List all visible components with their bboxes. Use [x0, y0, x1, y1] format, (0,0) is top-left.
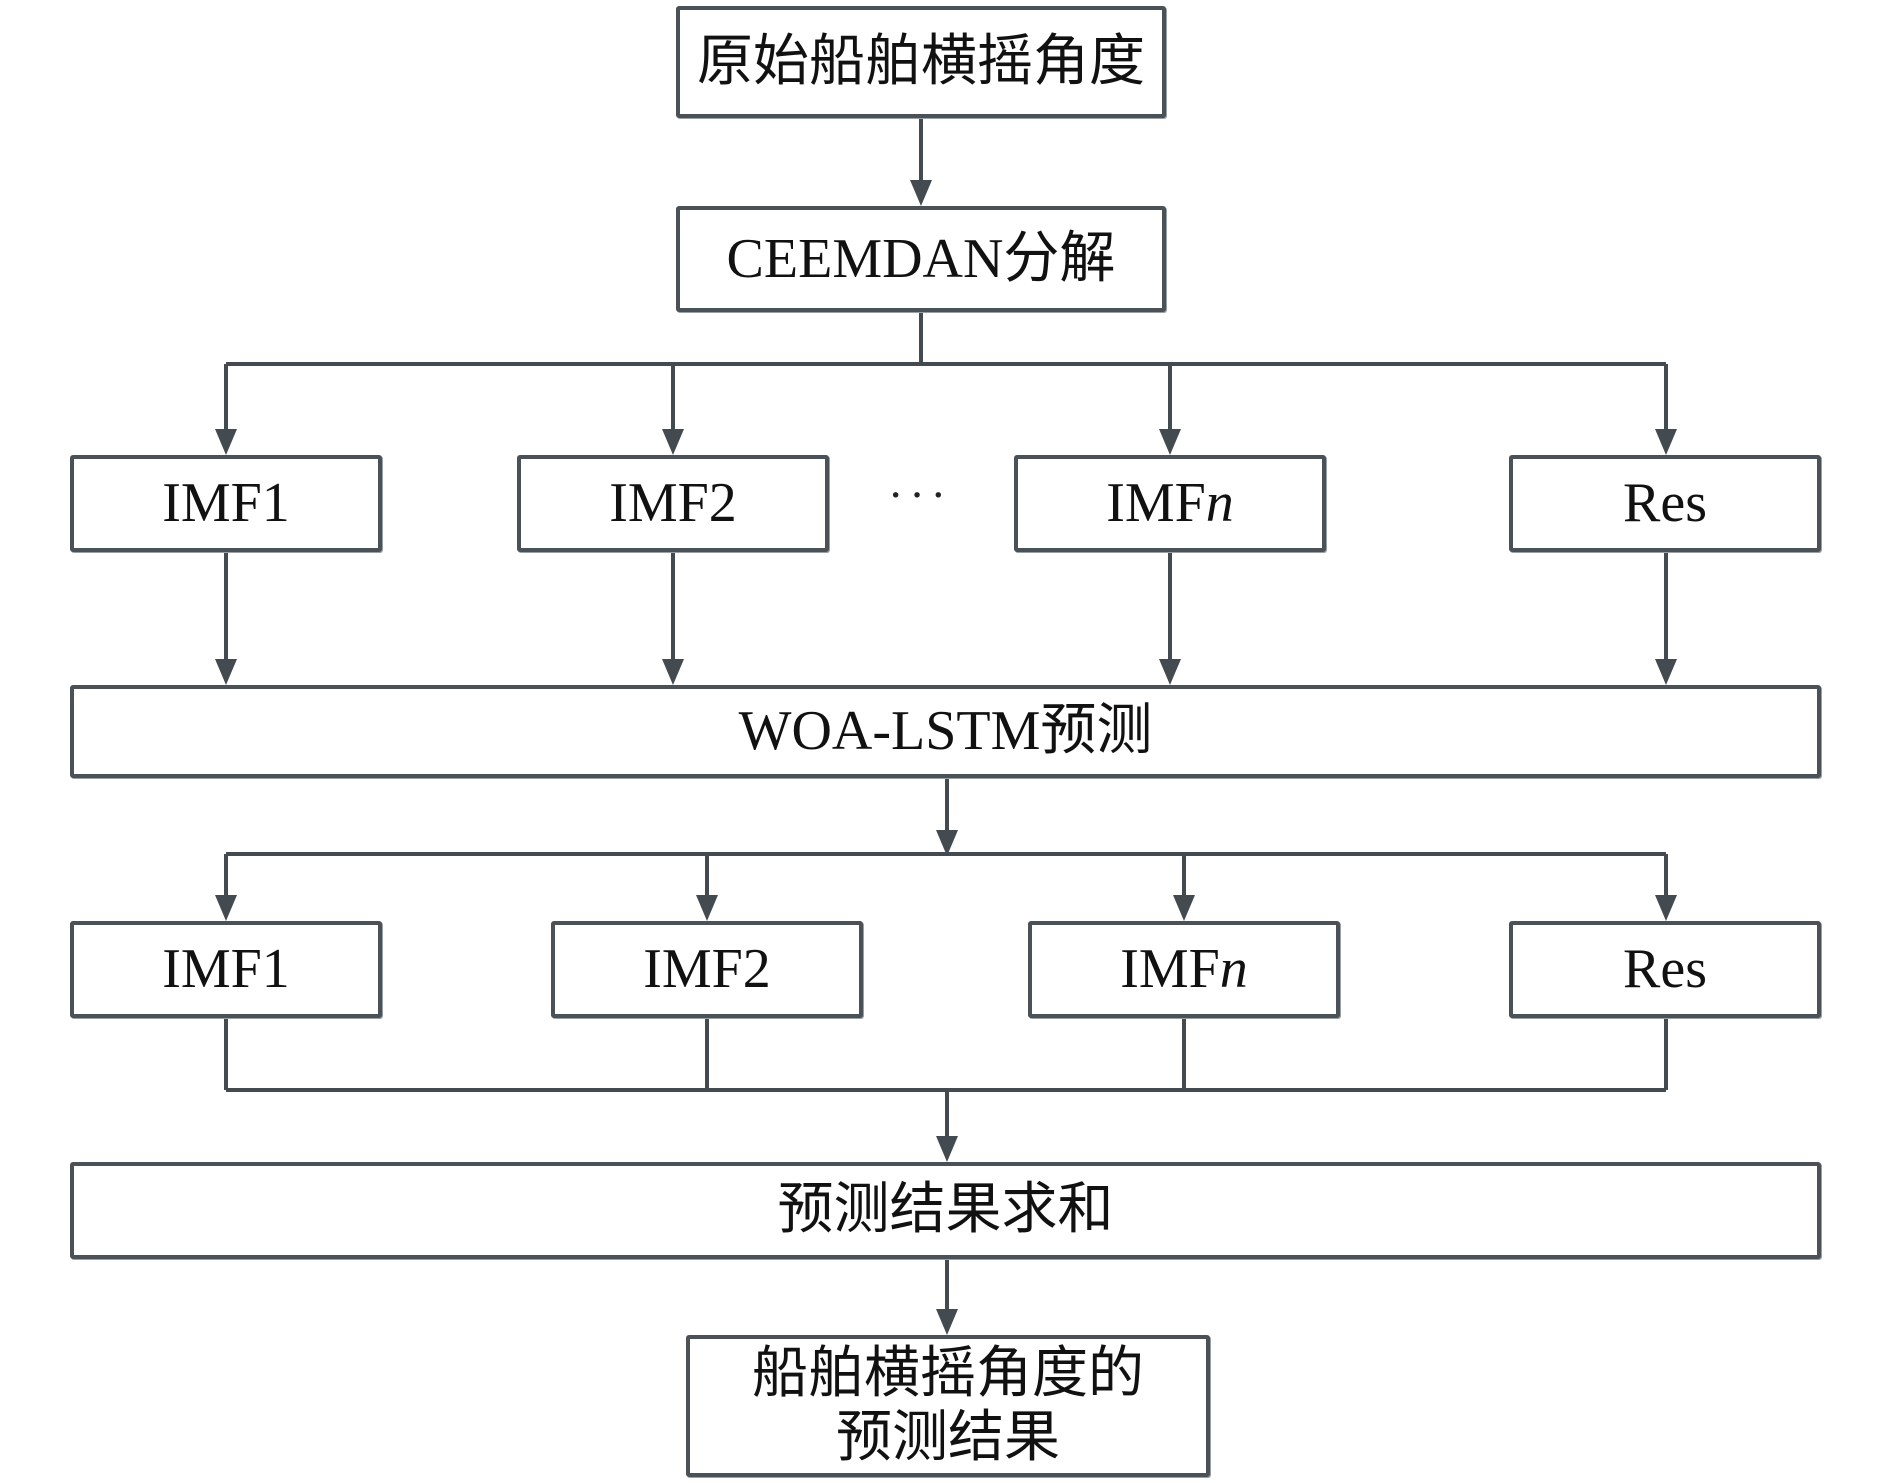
arrow-sum-to-result-arrowhead: [936, 1309, 958, 1335]
arrow-to-row2-0-arrowhead: [215, 895, 237, 921]
component2-label-res: Res: [1623, 938, 1707, 1001]
component-box-res: Res: [1509, 455, 1821, 552]
component-label-imf2: IMF2: [609, 472, 737, 535]
arrow-to-row2-1-arrowhead: [696, 895, 718, 921]
component-label-res: Res: [1623, 472, 1707, 535]
arrow-row1-to-predict-3-arrowhead: [1655, 659, 1677, 685]
component2-box-imf1: IMF1: [70, 921, 382, 1018]
ellipsis: ···: [888, 469, 952, 520]
arrow-to-row1-3-arrowhead: [1655, 429, 1677, 455]
predict-box: WOA-LSTM预测: [70, 685, 1821, 778]
component-label-imf1: IMF1: [162, 472, 290, 535]
arrow-to-row1-1-arrowhead: [662, 429, 684, 455]
component-box-imfn: IMFn: [1014, 455, 1326, 552]
component2-box-imf2: IMF2: [551, 921, 863, 1018]
arrow-row1-to-predict-2-arrowhead: [1159, 659, 1181, 685]
component-box-imf2: IMF2: [517, 455, 829, 552]
source-label: 原始船舶横摇角度: [697, 30, 1145, 93]
sum-box: 预测结果求和: [70, 1162, 1821, 1259]
component2-label-imf2: IMF2: [643, 938, 771, 1001]
component2-box-res: Res: [1509, 921, 1821, 1018]
arrow-row1-to-predict-0-arrowhead: [215, 659, 237, 685]
arrow-to-row1-0-arrowhead: [215, 429, 237, 455]
component-box-imf1: IMF1: [70, 455, 382, 552]
decompose-box: CEEMDAN分解: [676, 206, 1166, 312]
arrow-merge-to-sum-arrowhead: [936, 1136, 958, 1162]
arrow-to-row2-3-arrowhead: [1655, 895, 1677, 921]
source-box: 原始船舶横摇角度: [676, 6, 1166, 118]
component2-box-imfn: IMFn: [1028, 921, 1340, 1018]
result-box: 船舶横摇角度的 预测结果: [686, 1335, 1210, 1477]
result-label: 船舶横摇角度的 预测结果: [752, 1342, 1144, 1469]
predict-label: WOA-LSTM预测: [738, 700, 1153, 763]
arrow-row1-to-predict-1-arrowhead: [662, 659, 684, 685]
component-label-imfn: IMFn: [1106, 472, 1234, 535]
component2-label-imfn: IMFn: [1120, 938, 1248, 1001]
arrow-to-row1-2-arrowhead: [1159, 429, 1181, 455]
sum-label: 预测结果求和: [777, 1179, 1114, 1242]
decompose-label: CEEMDAN分解: [726, 227, 1116, 290]
arrow-predict-down-arrowhead: [936, 830, 958, 856]
arrow-source-to-decompose-arrowhead: [910, 180, 932, 206]
arrow-to-row2-2-arrowhead: [1173, 895, 1195, 921]
component2-label-imf1: IMF1: [162, 938, 290, 1001]
